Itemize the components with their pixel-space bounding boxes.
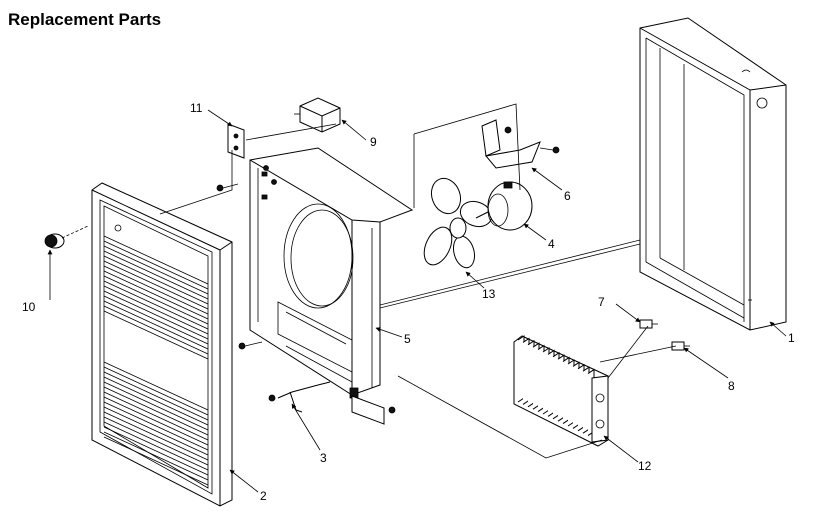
louver-line (103, 295, 209, 345)
part-9-limit-switch (294, 97, 341, 133)
louver-line (103, 270, 209, 320)
louver-line (103, 381, 209, 431)
louver-line (103, 426, 209, 476)
louver-line (103, 361, 209, 411)
louver-line (103, 285, 209, 335)
callout-1: 1 (788, 331, 795, 345)
diagram-title: Replacement Parts (8, 10, 161, 29)
louver-line (103, 396, 209, 446)
louver-line (103, 371, 209, 421)
callout-6: 6 (564, 189, 571, 203)
assembly-guide-lines (159, 103, 677, 459)
louver-line (103, 406, 209, 456)
callout-10: 10 (22, 300, 36, 314)
part-8-thermal-cutout (671, 341, 690, 351)
part-4-fan-motor (475, 181, 533, 231)
louver-line (103, 436, 209, 486)
grille-louvers-upper (103, 235, 209, 360)
louver-line (103, 300, 209, 350)
louver-line (103, 416, 209, 466)
callout-11: 11 (190, 101, 203, 115)
louver-line (103, 376, 209, 426)
part-13-fan-blade (423, 177, 493, 269)
louver-line (103, 401, 209, 451)
part-7-thermostat (639, 319, 658, 329)
louver-line (103, 265, 209, 315)
louver-line (103, 386, 209, 436)
louver-line (103, 305, 209, 355)
louver-line (103, 235, 209, 285)
louver-line (103, 290, 209, 340)
callout-4: 4 (548, 237, 555, 251)
mounting-screws (216, 183, 396, 414)
callout-12: 12 (638, 459, 652, 473)
louver-line (103, 310, 209, 360)
louver-line (103, 366, 209, 416)
louver-line (103, 255, 209, 305)
louver-line (103, 280, 209, 330)
louver-line (103, 431, 209, 481)
grille-louvers-lower (103, 361, 209, 486)
louver-line (103, 250, 209, 300)
louver-line (103, 240, 209, 290)
callout-9: 9 (370, 135, 377, 149)
callout-7: 7 (598, 295, 605, 309)
part-1-wall-box (639, 17, 787, 331)
callout-3: 3 (320, 451, 327, 465)
callout-8: 8 (728, 379, 735, 393)
callout-5: 5 (404, 332, 411, 346)
louver-line (103, 421, 209, 471)
callout-13: 13 (482, 287, 496, 301)
part-10-control-knob (44, 225, 89, 249)
louver-line (103, 275, 209, 325)
louver-line (103, 391, 209, 441)
part-6-motor-mount (481, 119, 560, 169)
louver-line (103, 245, 209, 295)
part-2-front-grille (91, 182, 233, 507)
callout-2: 2 (260, 489, 267, 503)
part-12-heating-element (513, 335, 609, 447)
callout-leaders (47, 109, 787, 493)
part-11-switch-bracket (227, 123, 245, 159)
louver-line (103, 411, 209, 461)
part-3-bracket (277, 381, 331, 413)
louver-line (103, 260, 209, 310)
part-5-fan-shroud-chassis (249, 147, 414, 425)
